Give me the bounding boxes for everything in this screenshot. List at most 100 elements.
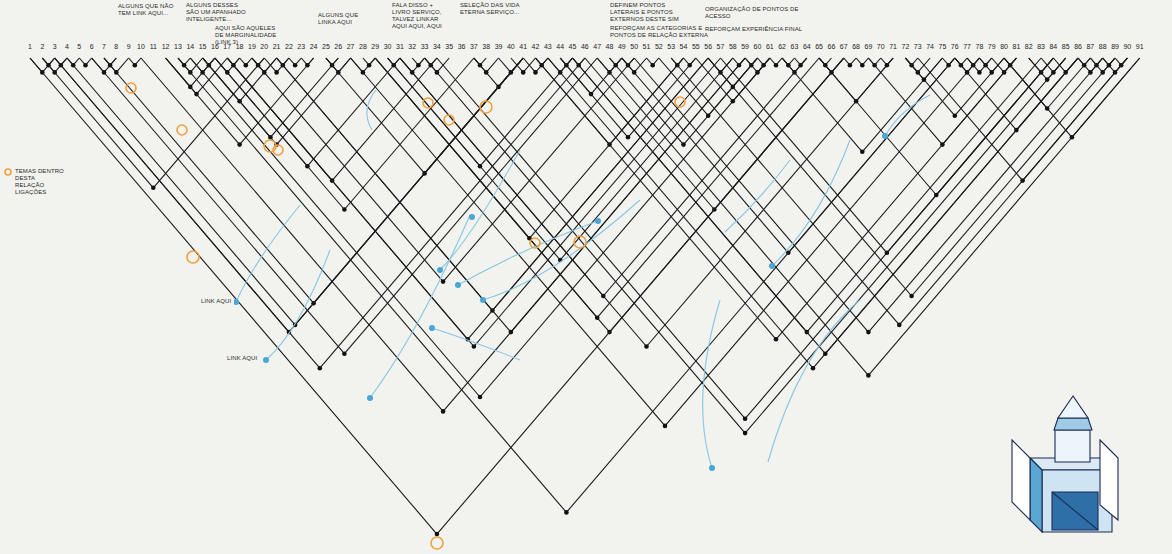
junction-dot (848, 63, 853, 68)
leaf-number: 57 (713, 42, 727, 51)
leaf-number: 34 (430, 42, 444, 51)
leaf-number: 74 (923, 42, 937, 51)
leaf-number: 78 (972, 42, 986, 51)
junction-dot (953, 113, 958, 118)
lattice-line (819, 58, 893, 101)
leaf-number: 45 (566, 42, 580, 51)
leaf-number: 25 (319, 42, 333, 51)
lattice-line (474, 58, 523, 87)
lattice-line (30, 58, 844, 534)
junction-dot (342, 207, 347, 212)
blue-dots (233, 133, 888, 471)
leaf-number: 49 (615, 42, 629, 51)
handwritten-note: DEFINEM PONTOS LATERAIS E PONTOS EXTERNO… (610, 2, 690, 23)
blue-dot (882, 133, 888, 139)
leaf-number: 85 (1059, 42, 1073, 51)
leaf-number: 89 (1108, 42, 1122, 51)
lattice-line (708, 58, 1115, 296)
leaf-number: 47 (590, 42, 604, 51)
leaf-number: 54 (676, 42, 690, 51)
lattice-line (622, 58, 955, 253)
lattice-line (227, 58, 708, 339)
lattice-line (905, 58, 942, 80)
lattice-line (918, 58, 1128, 181)
leaf-number: 41 (516, 42, 530, 51)
junction-dot (644, 344, 649, 349)
leaf-number: 24 (307, 42, 321, 51)
junction-dot (866, 330, 871, 335)
junction-dot (922, 77, 927, 82)
lattice-line (425, 58, 1066, 433)
lattice-line (548, 58, 1078, 368)
blue-link (768, 300, 860, 462)
leaf-number: 38 (479, 42, 493, 51)
junction-dot (441, 409, 446, 414)
sketch-face (1012, 440, 1030, 520)
blue-dot (437, 267, 443, 273)
junction-dot (626, 135, 631, 140)
leaf-number: 53 (664, 42, 678, 51)
leaf-number: 65 (812, 42, 826, 51)
leaf-number: 88 (1096, 42, 1110, 51)
junction-dot (521, 70, 526, 75)
leaf-number: 18 (233, 42, 247, 51)
orange-circle (431, 537, 443, 549)
blue-link (458, 220, 600, 285)
sketch-face (1054, 418, 1092, 430)
junction-dot (909, 294, 914, 299)
leaf-number: 28 (356, 42, 370, 51)
leaf-number: 43 (541, 42, 555, 51)
junction-dot (1045, 106, 1050, 111)
handwritten-note: ALGUNS QUE LINKA AQUI (318, 12, 364, 26)
handwritten-note: ORGANIZAÇÃO DE PONTOS DE ACESSO (705, 6, 815, 20)
junction-dot (1014, 128, 1019, 133)
junction-dot (435, 532, 440, 537)
lattice-line (104, 58, 523, 303)
blue-dot (455, 282, 461, 288)
blue-link (885, 95, 930, 136)
junction-dot (367, 63, 372, 68)
leaf-number: 61 (763, 42, 777, 51)
leaf-number: 51 (640, 42, 654, 51)
junction-dot (318, 366, 323, 371)
leader-line (266, 250, 330, 360)
sketch-face (1055, 430, 1090, 462)
leaf-number: 63 (787, 42, 801, 51)
leaf-number: 4 (60, 42, 74, 51)
blue-dot (595, 218, 601, 224)
handwritten-note: ALGUNS QUE NÃO TEM LINK AQUI... (118, 3, 180, 17)
lattice-line (585, 58, 844, 210)
leaf-number: 11 (146, 42, 160, 51)
orange-circle (444, 115, 454, 125)
leaf-number: 14 (183, 42, 197, 51)
leaf-number: 71 (886, 42, 900, 51)
sketch-line (1052, 492, 1098, 530)
junction-dot (293, 63, 298, 68)
lattice-line (375, 58, 683, 238)
leaf-number: 75 (935, 42, 949, 51)
sketch-face (1030, 458, 1042, 532)
handwritten-note: REFORÇAM EXPERIÊNCIA FINAL (705, 26, 815, 33)
lattice-line (67, 58, 523, 325)
junction-dot (244, 63, 249, 68)
lattice-line (277, 58, 745, 332)
blue-link (725, 160, 790, 232)
lattice-line (659, 58, 758, 116)
leaf-number: 46 (578, 42, 592, 51)
blue-link (483, 200, 640, 300)
lattice-line (277, 58, 708, 311)
leaf-number: 83 (1034, 42, 1048, 51)
orange-marks (5, 83, 685, 549)
leaf-number: 60 (750, 42, 764, 51)
leaf-number: 16 (208, 42, 222, 51)
junction-dot (934, 193, 939, 198)
sketch-face (1058, 396, 1088, 418)
junction-dot (1045, 77, 1050, 82)
blue-link (703, 300, 720, 468)
junction-dot (774, 63, 779, 68)
leaf-number: 40 (504, 42, 518, 51)
junction-dot (533, 70, 538, 75)
lattice-line (92, 58, 598, 354)
